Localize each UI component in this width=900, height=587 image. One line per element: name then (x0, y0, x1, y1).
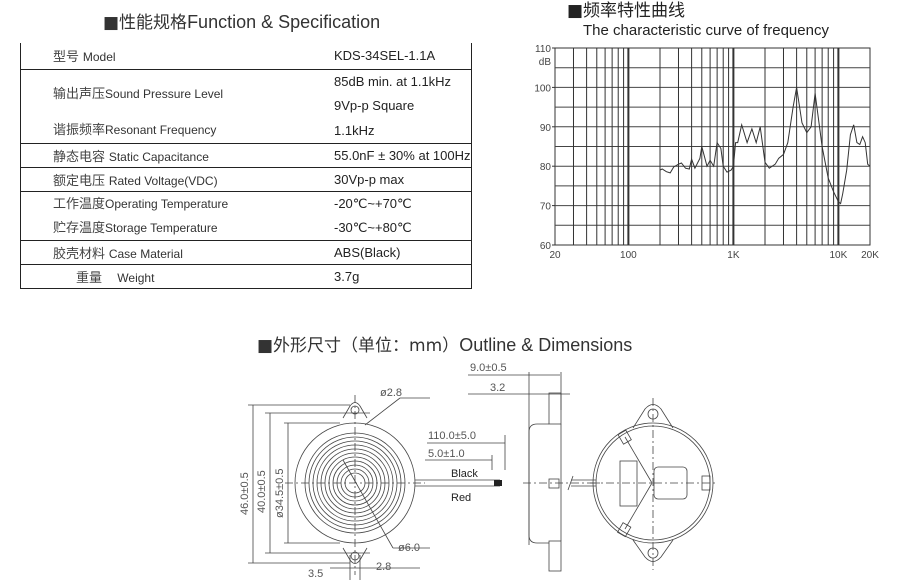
table-row: 胶壳材料 Case Material ABS(Black) (20, 240, 472, 265)
wire-black-label: Black (451, 468, 478, 480)
label-en: Weight (117, 270, 155, 285)
label-cn: 工作温度 (53, 196, 106, 212)
spec-title-cn: ■性能规格 (103, 13, 188, 33)
table-row: 额定电压 Rated Voltage(VDC) 30Vp-p max (20, 167, 472, 192)
value-spl-condition: 9Vp-p Square Wave/10cm (334, 97, 415, 113)
y-tick-label: 70 (540, 202, 552, 213)
chart-subtitle: The characteristic curve of frequency (583, 22, 829, 39)
x-tick-label: 20K (861, 250, 879, 261)
x-tick-label: 20 (549, 250, 561, 261)
dim-hole: ø2.8 (380, 387, 402, 399)
spec-table: 型号 Model KDS-34SEL-1.1A 输出声压Sound Pressu… (20, 43, 472, 289)
label-cn: 型号 (53, 50, 80, 66)
label-cn: 额定电压 (53, 173, 106, 189)
value-storage-temp: -30℃~+80℃ (334, 219, 412, 235)
y-tick-label: 90 (540, 123, 552, 134)
dim-tab-height: 3.2 (490, 382, 505, 394)
label-cn: 输出声压 (53, 86, 106, 102)
label-cn: 谐振频率 (53, 122, 106, 138)
label-cn: 胶壳材料 (53, 246, 106, 262)
value-operating-temp: -20℃~+70℃ (334, 195, 412, 211)
outline-title-cn: ■外形尺寸（单位：mm） (257, 336, 460, 356)
y-tick-label: 80 (540, 162, 552, 173)
outline-title: ■外形尺寸（单位：mm）Outline & Dimensions (257, 331, 632, 356)
dim-strip: 5.0±1.0 (428, 448, 465, 460)
dim-height: 9.0±0.5 (470, 362, 507, 374)
label-en: Storage Temperature (105, 220, 218, 235)
value-case: ABS(Black) (296, 240, 472, 265)
dim-overall: 46.0±0.5 (239, 472, 251, 515)
outline-title-en: Outline & Dimensions (459, 335, 633, 355)
dim-body: 40.0±0.5 (256, 470, 268, 513)
label-en: Resonant Frequency (105, 122, 217, 137)
wire-red-label: Red (451, 492, 471, 504)
value-resonant: 1.1kHz (334, 122, 375, 138)
table-row: 工作温度Operating Temperature 贮存温度Storage Te… (20, 191, 472, 241)
y-axis-label: dB (539, 57, 552, 68)
dim-center: ø6.0 (398, 542, 420, 554)
front-view (248, 395, 506, 580)
label-cn: 静态电容 (53, 149, 106, 165)
value-model: KDS-34SEL-1.1A (296, 43, 472, 70)
y-tick-label: 100 (534, 83, 551, 94)
table-row: 静态电容 Static Capacitance 55.0nF ± 30% at … (20, 143, 472, 168)
label-en: Sound Pressure Level (105, 86, 224, 101)
value-weight: 3.7g (296, 264, 472, 289)
x-tick-label: 10K (829, 250, 847, 261)
dim-inner: ø34.5±0.5 (274, 469, 286, 518)
rear-view (571, 398, 715, 570)
series-line-spl (659, 87, 871, 205)
label-en: Model (82, 50, 116, 65)
frequency-chart: 60 70 80 90 100 110 dB 20 100 1K 10K 20K (534, 44, 879, 261)
table-row: 重量 Weight 3.7g (20, 264, 472, 289)
label-cn: 重量 (76, 270, 103, 286)
label-cn: 贮存温度 (53, 220, 106, 236)
spec-title-en: Function & Specification (187, 12, 381, 32)
x-tick-label: 100 (620, 250, 637, 261)
label-en: Rated Voltage(VDC) (108, 173, 218, 188)
side-view (468, 372, 600, 572)
dim-tab-offset: 3.5 (308, 568, 323, 580)
y-tick-label: 60 (540, 241, 552, 252)
spec-title: ■性能规格Function & Specification (103, 8, 380, 33)
table-row: 输出声压Sound Pressure Level 谐振频率Resonant Fr… (20, 69, 472, 144)
value-voltage: 30Vp-p max (296, 167, 472, 192)
value-capacitance: 55.0nF ± 30% at 100Hz (296, 143, 472, 168)
dim-lead-length: 110.0±5.0 (428, 430, 476, 442)
y-tick-label: 110 (535, 44, 551, 55)
label-en: Static Capacitance (108, 149, 209, 164)
value-spl: 85dB min. at 1.1kHz (334, 73, 452, 89)
label-en: Operating Temperature (105, 196, 229, 211)
x-tick-label: 1K (727, 250, 740, 261)
dim-tab-hole: 2.8 (376, 561, 391, 573)
label-en: Case Material (108, 246, 183, 261)
chart-title: ■频率特性曲线 (567, 1, 686, 21)
table-row: 型号 Model KDS-34SEL-1.1A (20, 43, 472, 70)
